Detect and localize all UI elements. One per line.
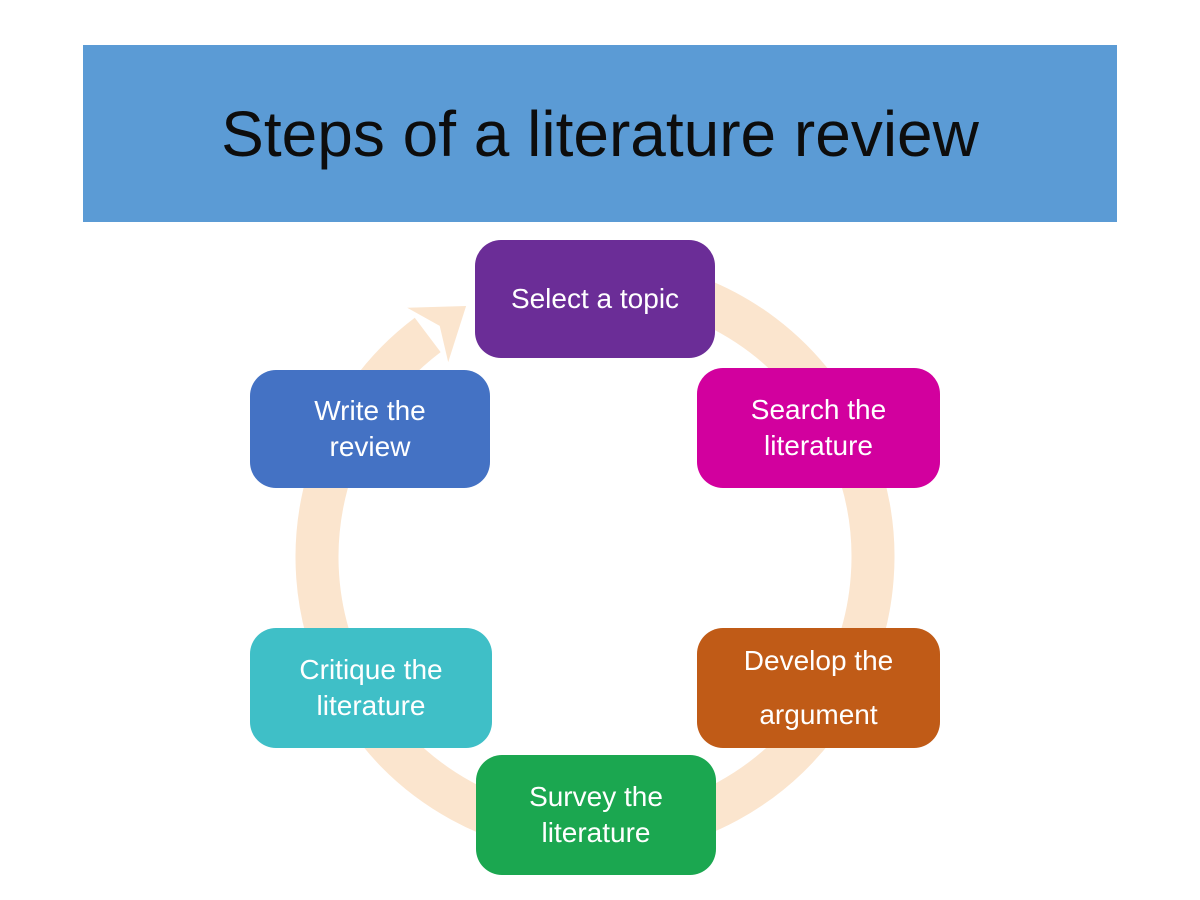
step-label: argument	[759, 699, 878, 730]
step-label: literature	[316, 690, 426, 721]
title-bar: Steps of a literature review	[83, 45, 1117, 222]
step-label: Critique the	[299, 654, 443, 685]
step-label: Select a topic	[510, 283, 680, 314]
step-label: Survey the	[529, 781, 663, 812]
step-select-topic: Select a topic	[475, 240, 715, 358]
step-search-literature: Search the literature	[697, 368, 940, 488]
step-label: literature	[764, 430, 873, 461]
cycle-arrowhead-icon	[407, 306, 467, 363]
cycle-arrow-arc	[295, 257, 895, 857]
step-develop-argument: Develop the argument	[697, 628, 940, 748]
step-survey-literature: Survey the literature	[476, 755, 716, 875]
step-label: Write the	[314, 395, 426, 426]
step-label: Develop the	[743, 645, 894, 676]
step-label: review	[329, 431, 411, 462]
slide-title: Steps of a literature review	[221, 97, 979, 170]
step-write-review: Write the review	[250, 370, 490, 488]
step-label: literature	[541, 817, 651, 848]
step-label: Search the	[750, 394, 887, 425]
step-critique-literature: Critique the literature	[250, 628, 492, 748]
